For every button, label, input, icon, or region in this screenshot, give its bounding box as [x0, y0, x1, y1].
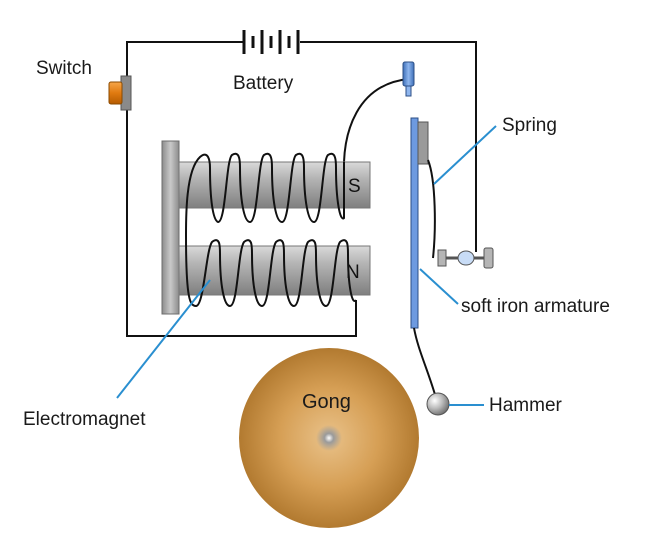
armature-leader: [419, 268, 459, 305]
adjusting-screw-icon[interactable]: [437, 247, 494, 269]
hammer-icon[interactable]: [426, 392, 450, 416]
spring-mount: [417, 121, 429, 165]
gong-icon[interactable]: [239, 348, 419, 528]
yoke-plate: [161, 140, 180, 315]
battery-icon: [242, 30, 300, 54]
wire-top-right: [300, 41, 477, 252]
armature-assembly: [402, 61, 494, 416]
core-bottom: [178, 245, 371, 296]
switch-label: Switch: [36, 58, 92, 79]
pole-s-label: S: [348, 176, 361, 197]
pole-n-label: N: [346, 262, 360, 283]
coil-icon-lower: [185, 234, 357, 308]
leader-lines: [116, 125, 497, 406]
wire-top-left: [126, 41, 244, 84]
electromagnet-label: Electromagnet: [23, 409, 146, 430]
spring-leader: [433, 125, 497, 185]
wire-left-bottom: [126, 104, 357, 337]
switch-icon[interactable]: [108, 75, 132, 111]
electromagnet: S N: [161, 140, 371, 315]
electromagnet-leader: [116, 279, 211, 399]
hammer-rod: [413, 327, 437, 399]
spring-label: Spring: [502, 115, 557, 136]
soft-iron-armature: [410, 117, 419, 329]
coil-icon: [185, 152, 345, 236]
battery-label: Battery: [233, 73, 294, 94]
contact-screw-icon: [402, 61, 415, 97]
circuit-wires: [126, 41, 477, 337]
hammer-label: Hammer: [489, 395, 563, 416]
soft-iron-armature-label: soft iron armature: [461, 296, 610, 317]
spring-icon[interactable]: [427, 159, 436, 259]
gong-label: Gong: [302, 391, 351, 413]
wire-to-armature: [343, 78, 409, 163]
